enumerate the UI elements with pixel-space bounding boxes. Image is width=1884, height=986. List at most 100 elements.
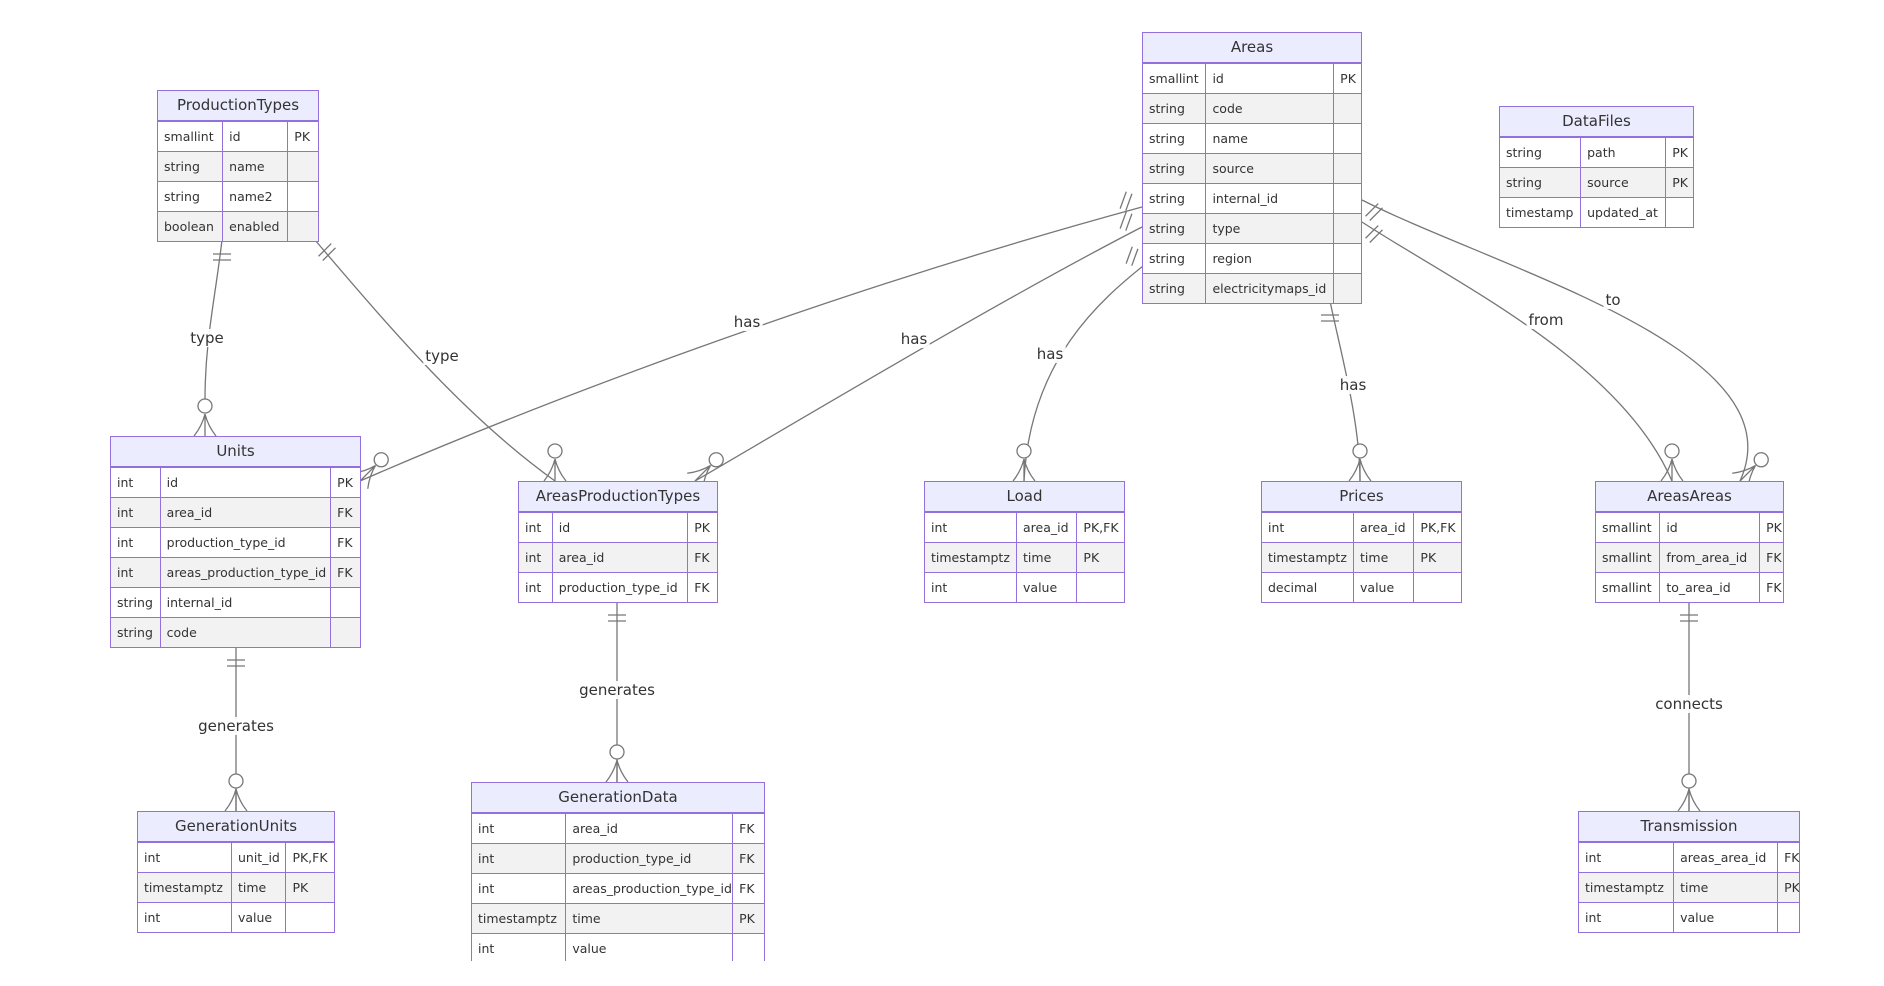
attribute-key (330, 618, 360, 647)
attribute-type: timestamptz (931, 550, 1010, 565)
relationship-line (1023, 261, 1149, 482)
cardinality-zero-or-many-marker (1012, 443, 1036, 482)
attribute-name: production_type_id (551, 573, 687, 602)
cardinality-one-marker (608, 614, 626, 622)
relationship-areas-to (1361, 199, 1769, 489)
relationship-label: type (423, 347, 461, 365)
attribute-name: path (1580, 138, 1665, 167)
entity-title: GenerationUnits (138, 812, 334, 842)
cardinality-zero-or-many-marker (224, 773, 248, 812)
attribute-name: time (230, 873, 285, 902)
attribute-type: string (1149, 251, 1185, 266)
attribute-name: electricitymaps_id (1205, 274, 1333, 303)
attribute-name: area_id (159, 498, 331, 527)
attribute-type: int (144, 850, 161, 865)
attribute-type: int (117, 565, 134, 580)
attribute-name: area_id (551, 543, 687, 572)
attribute-name: region (1205, 244, 1333, 273)
entity-title: Prices (1262, 482, 1461, 512)
attribute-key (1665, 198, 1693, 227)
cardinality-zero-or-many-marker (1677, 773, 1701, 812)
attribute-key (1333, 94, 1361, 123)
cardinality-zero-or-many-marker (193, 398, 217, 437)
relationship-areas-apt (687, 211, 1143, 489)
entity-title: Transmission (1579, 812, 1799, 842)
relationship-label: has (1337, 376, 1369, 394)
attribute-type: int (478, 941, 495, 956)
attribute-name: type (1205, 214, 1333, 243)
attribute-name: id (551, 513, 687, 542)
entity-title: DataFiles (1500, 107, 1693, 137)
attribute-name: to_area_id (1659, 573, 1759, 602)
attribute-type: int (478, 881, 495, 896)
attribute-key: PK (687, 513, 717, 542)
cardinality-zero-or-many-marker (543, 443, 567, 482)
attribute-type: int (144, 910, 161, 925)
attribute-type: string (1149, 191, 1185, 206)
attribute-name: value (1673, 903, 1777, 932)
attribute-type: int (1585, 910, 1602, 925)
attribute-type: timestamptz (1268, 550, 1347, 565)
attribute-name: internal_id (1205, 184, 1333, 213)
cardinality-zero-or-many-marker (1732, 452, 1769, 489)
attribute-key: PK (285, 873, 334, 902)
attribute-type: string (1506, 175, 1542, 190)
relationship-areas-from (1361, 221, 1684, 482)
attribute-name: production_type_id (565, 844, 732, 873)
attribute-key (1333, 184, 1361, 213)
attribute-type: string (117, 595, 153, 610)
attribute-key: PK,FK (1076, 513, 1124, 542)
relationship-label: generates (196, 717, 276, 735)
relationship-pt-apt (314, 239, 567, 482)
attribute-type: string (117, 625, 153, 640)
attribute-name: value (1016, 573, 1076, 602)
relationship-line (359, 206, 1143, 482)
attribute-type: int (931, 520, 948, 535)
entity-title: AreasProductionTypes (519, 482, 717, 512)
attribute-name: areas_area_id (1673, 843, 1777, 872)
attribute-key: PK (1665, 168, 1693, 197)
attribute-type: string (164, 189, 200, 204)
attribute-name: name (222, 152, 287, 181)
attribute-type: smallint (1602, 580, 1652, 595)
attribute-type: int (525, 580, 542, 595)
attribute-name: area_id (1016, 513, 1076, 542)
entity-title: Load (925, 482, 1124, 512)
attribute-name: updated_at (1580, 198, 1665, 227)
attribute-key: FK (732, 814, 764, 843)
attribute-key (287, 182, 318, 211)
attribute-type: int (478, 821, 495, 836)
relationship-label: to (1603, 291, 1623, 309)
attribute-type: smallint (164, 129, 214, 144)
attribute-key: FK (1759, 543, 1783, 572)
